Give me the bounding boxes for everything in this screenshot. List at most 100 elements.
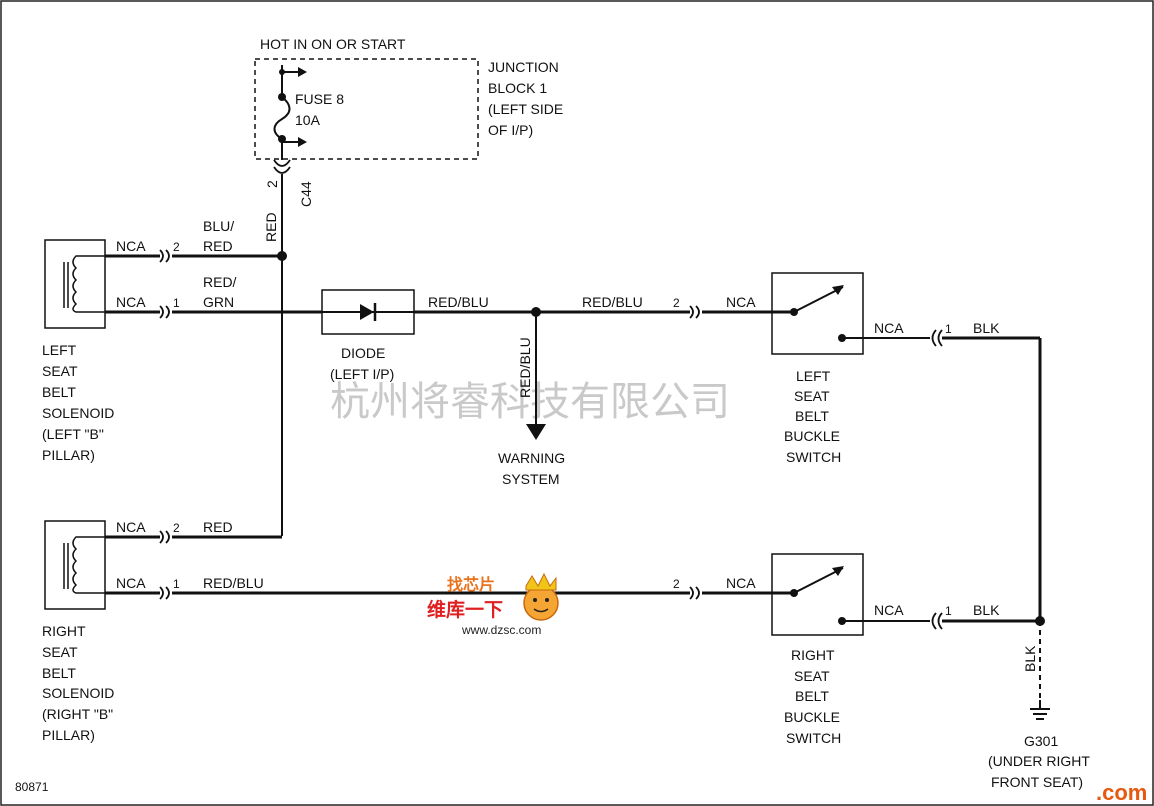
left-solenoid-label-3: BELT — [42, 384, 76, 400]
right-solenoid-label-3: BELT — [42, 665, 76, 681]
left-switch-label-4: BUCKLE — [784, 428, 840, 444]
left-switch-label-2: SEAT — [794, 388, 830, 404]
right-seat-belt-buckle-switch: RIGHT SEAT BELT BUCKLE SWITCH — [771, 553, 864, 746]
logo-url-text: www.dzsc.com — [461, 623, 541, 637]
dzsc-logo: 找芯片 维库一下 www.dzsc.com .com — [427, 572, 1147, 805]
junction-title-line-3: (LEFT SIDE — [488, 101, 563, 117]
ground-wire-label: BLK — [1022, 645, 1038, 672]
c44-label: C44 — [298, 181, 314, 207]
ground-label-1: G301 — [1024, 733, 1058, 749]
right-switch-label-3: BELT — [795, 688, 829, 704]
warning-label-1: WARNING — [498, 450, 565, 466]
right-switch-in-connector-icon — [689, 586, 700, 600]
left-solenoid-label-2: SEAT — [42, 363, 78, 379]
hot-in-label: HOT IN ON OR START — [260, 36, 406, 52]
right-top-wire: RED — [203, 519, 233, 535]
left-solenoid-label-1: LEFT — [42, 342, 77, 358]
diode-icon — [360, 304, 374, 320]
left-top-wire-2: RED — [203, 238, 233, 254]
right-switch-out-pin: 1 — [945, 604, 952, 618]
right-switch-out-nca: NCA — [874, 602, 904, 618]
left-switch-in-connector-icon — [689, 305, 700, 319]
fuse-wire-label: RED — [263, 212, 279, 242]
left-top-nca: NCA — [116, 238, 146, 254]
left-solenoid-coil-icon — [72, 255, 90, 313]
right-switch-label-1: RIGHT — [791, 647, 835, 663]
left-bottom-pin: 1 — [173, 296, 180, 310]
right-switch-out-connector-icon — [931, 612, 943, 630]
left-switch-box — [771, 272, 864, 355]
right-top-connector-icon — [159, 530, 170, 544]
logo-mascot-icon — [523, 585, 559, 621]
left-switch-contact-icon — [793, 286, 844, 313]
left-switch-out-pin: 1 — [945, 322, 952, 336]
left-switch-in-wire: RED/BLU — [582, 294, 643, 310]
ground-label-2: (UNDER RIGHT — [988, 753, 1090, 769]
bus-arrow-top-icon — [298, 67, 307, 77]
right-switch-out-wire: BLK — [973, 602, 1000, 618]
left-switch-in-pin: 2 — [673, 296, 680, 310]
junction-title-line-2: BLOCK 1 — [488, 80, 547, 96]
right-bottom-nca: NCA — [116, 575, 146, 591]
right-solenoid-label-5: (RIGHT "B" — [42, 706, 113, 722]
ground-g301: BLK G301 (UNDER RIGHT FRONT SEAT) — [988, 621, 1090, 790]
left-top-wire-1: BLU/ — [203, 218, 234, 234]
c44-connector-icon — [273, 159, 291, 174]
fuse-rating: 10A — [295, 112, 321, 128]
diode-label-1: DIODE — [341, 345, 385, 361]
right-bottom-pin: 1 — [173, 577, 180, 591]
junction-block-1: HOT IN ON OR START FUSE 8 10A JUNCTION B… — [254, 36, 563, 207]
right-solenoid-label-4: SOLENOID — [42, 685, 114, 701]
logo-main-text: 维库一下 — [427, 598, 503, 621]
right-switch-label-4: BUCKLE — [784, 709, 840, 725]
right-bottom-wire: RED/BLU — [203, 575, 264, 591]
right-top-nca: NCA — [116, 519, 146, 535]
left-solenoid-label-4: SOLENOID — [42, 405, 114, 421]
left-bottom-wire-2: GRN — [203, 294, 234, 310]
right-switch-box — [771, 553, 864, 636]
right-switch-in-nca: NCA — [726, 575, 756, 591]
logo-top-text: 找芯片 — [447, 575, 495, 594]
junction-title-line-4: OF I/P) — [488, 122, 533, 138]
right-solenoid-box — [44, 520, 106, 610]
right-solenoid-label-6: PILLAR) — [42, 727, 95, 743]
right-solenoid-label-1: RIGHT — [42, 623, 86, 639]
warning-arrow-icon — [526, 424, 546, 440]
left-seat-belt-solenoid: LEFT SEAT BELT SOLENOID (LEFT "B" PILLAR… — [42, 239, 114, 463]
junction-block-outline — [254, 58, 479, 160]
left-solenoid-label-5: (LEFT "B" — [42, 426, 104, 442]
right-switch-in-pin: 2 — [673, 577, 680, 591]
warning-wire-label: RED/BLU — [517, 337, 533, 398]
warning-label-2: SYSTEM — [502, 471, 560, 487]
left-bottom-wire-1: RED/ — [203, 274, 237, 290]
left-top-pin: 2 — [173, 240, 180, 254]
right-switch-label-2: SEAT — [794, 668, 830, 684]
left-switch-label-3: BELT — [795, 408, 829, 424]
bus-arrow-bottom-icon — [298, 137, 307, 147]
left-seat-belt-buckle-switch: LEFT SEAT BELT BUCKLE SWITCH — [771, 272, 864, 465]
left-switch-in-nca: NCA — [726, 294, 756, 310]
right-top-pin: 2 — [173, 521, 180, 535]
fuse-8-icon — [273, 96, 291, 140]
left-switch-label-1: LEFT — [796, 368, 831, 384]
ground-label-3: FRONT SEAT) — [991, 774, 1083, 790]
right-seat-belt-solenoid: RIGHT SEAT BELT SOLENOID (RIGHT "B" PILL… — [42, 520, 114, 743]
left-switch-out-wire: BLK — [973, 320, 1000, 336]
diode-label-2: (LEFT I/P) — [330, 366, 394, 382]
left-switch-out-connector-icon — [931, 329, 943, 347]
left-top-connector-icon — [159, 249, 170, 263]
left-switch-out-nca: NCA — [874, 320, 904, 336]
right-bottom-connector-icon — [159, 586, 170, 600]
figure-id: 80871 — [15, 780, 49, 794]
c44-pin: 2 — [264, 180, 280, 188]
diode-out-wire: RED/BLU — [428, 294, 489, 310]
logo-corner-text: .com — [1096, 780, 1147, 805]
diode: DIODE (LEFT I/P) — [321, 289, 415, 382]
left-bottom-connector-icon — [159, 305, 170, 319]
junction-title-line-1: JUNCTION — [488, 59, 559, 75]
right-switch-label-5: SWITCH — [786, 730, 841, 746]
watermark-text: 杭州将睿科技有限公司 — [330, 379, 730, 425]
left-bottom-nca: NCA — [116, 294, 146, 310]
